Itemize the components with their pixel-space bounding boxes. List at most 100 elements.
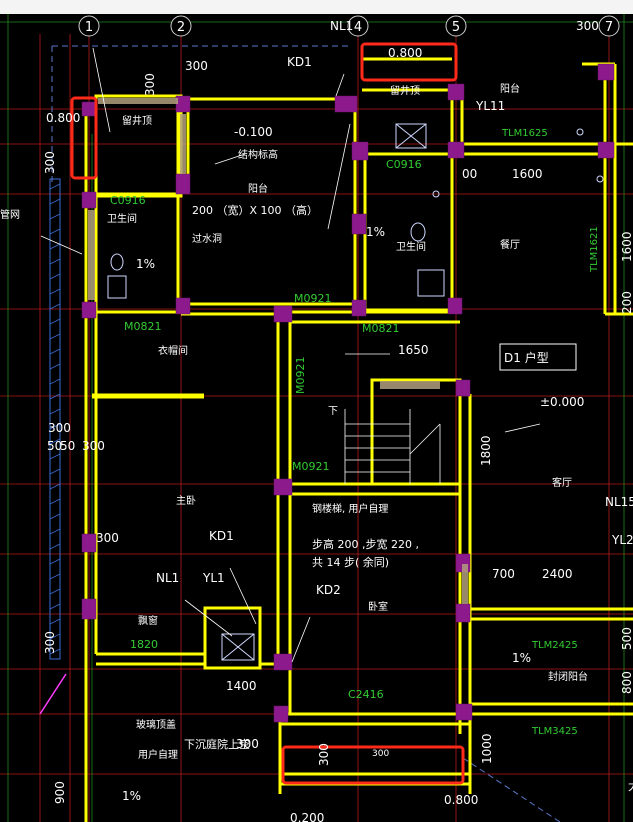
floor-plan-drawing: 1 2 4 5 7 300 NL1 KD1 0.800 0.800 300 -0… [0,14,633,822]
label-yl1: YL1 [202,571,225,585]
label-shaft-top-b: 留井顶 [390,84,420,97]
dim-0800-left: 0.800 [46,111,80,125]
dim-0200: 0.200 [290,811,324,822]
label-balcony-right: 阳台 [500,82,520,95]
dim-300-w: 300 [96,531,119,545]
dim-50-b: 50 [60,439,75,453]
label-door-m0921-a: M0921 [294,292,332,305]
label-structural-elevation: 结构标高 [238,148,278,161]
label-pipe-network: 管网 [0,208,20,221]
label-sunken-courtyard: 下沉庭院上空 [184,737,250,751]
label-kd1-top: KD1 [287,55,312,69]
dim-300-bottom: 300 [236,737,259,751]
label-window-c0916-b: C0916 [386,158,422,171]
label-kd2: KD2 [316,583,341,597]
label-down: 下 [328,406,338,417]
masonry-infill [88,98,468,604]
label-kd1-mid: KD1 [209,529,234,543]
dim-300-kitchen: 300 [317,743,331,766]
label-steel-stair: 钢楼梯, 用户自理 [312,502,388,515]
highlight-box-bottom [281,745,465,785]
axis-label-4: 4 [354,20,362,35]
label-door-tlm1625: TLM1625 [501,128,548,139]
left-hatch-strip [49,178,61,660]
label-window-c2416: C2416 [348,688,384,701]
label-shaft-top-a: 留井顶 [122,114,152,127]
dim-0800-top: 0.800 [388,46,422,60]
label-cloakroom: 衣帽间 [158,344,188,357]
label-yl11: YL11 [475,99,505,113]
label-balcony: 阳台 [248,182,268,195]
label-toilet-a: 卫生间 [107,212,137,225]
label-door-tlm1621: TLM1621 [589,226,600,273]
label-dining: 餐厅 [500,238,520,251]
dim-pm0: ±0.000 [540,395,584,409]
dim-200: 200 [620,291,633,314]
label-toilet-b: 卫生间 [396,240,426,253]
label-window-c0916-a: C0916 [110,194,146,207]
dim-50-a: 50 [47,439,62,453]
dim-minus-0100: -0.100 [234,125,273,139]
dim-300-left: 300 [43,151,57,174]
label-door-tlm2425: TLM2425 [531,640,578,651]
label-drain-hole: 过水洞 [192,232,222,245]
label-bay-window: 飘窗 [138,614,158,627]
dim-300-lowleft: 300 [43,631,57,654]
label-window-1820: 1820 [130,638,158,651]
dim-00: 00 [462,167,477,181]
dim-900: 900 [53,781,67,804]
highlight-box-top [360,42,458,82]
axis-label-1: 1 [85,20,93,35]
label-user-handled: 用户自理 [138,748,178,761]
label-nl15: NL15 [605,495,633,509]
label-stair-spec: 步高 200 ,步宽 220 , [312,537,419,551]
axis-bubbles [78,15,620,37]
dim-300-h1: 300 [185,59,208,73]
label-door-m0821-b: M0821 [362,322,400,335]
dim-1pct-d: 1% [122,789,141,803]
label-drain-hole-size: 200 （宽）X 100 （高） [192,203,318,217]
label-nl1-mid: NL1 [156,571,179,585]
dim-1000: 1000 [480,733,494,764]
dim-300-mid: 300 [48,421,71,435]
label-door-m0821-a: M0821 [124,320,162,333]
columns [81,63,615,723]
label-door-m0921-c: M0921 [292,460,330,473]
dim-1800: 1800 [479,435,493,466]
leader-lines [40,47,541,663]
dim-800: 800 [620,671,633,694]
axis-label-5: 5 [452,20,460,35]
label-door-tlm3425: TLM3425 [531,726,578,737]
stair-treads [344,409,441,484]
fixtures [107,123,604,661]
label-nl1-top: NL1 [330,19,353,33]
dashed-outline [51,45,561,822]
magenta-leader [39,673,67,715]
dim-1600: 1600 [512,167,543,181]
dim-1pct-a: 1% [136,257,155,271]
dim-300-v1: 300 [143,73,157,96]
label-da: 大 [628,779,633,793]
dim-top-300: 300 [576,19,599,33]
unit-type-box [499,343,577,371]
dim-1600-v: 1600 [620,231,633,262]
label-stair-count: 共 14 步( 余同) [312,555,389,569]
label-door-m0921-b: M0921 [294,357,307,395]
label-bedroom: 卧室 [368,600,388,613]
label-enclosed-balcony: 封闭阳台 [548,670,588,683]
dim-500: 500 [620,627,633,650]
dim-300-c: 300 [82,439,105,453]
label-yl2: YL2 [611,533,633,547]
label-kd-small: 300 [372,749,389,759]
cad-viewport[interactable]: 1 2 4 5 7 300 NL1 KD1 0.800 0.800 300 -0… [0,14,633,822]
axis-label-7: 7 [605,20,613,35]
dim-2400: 2400 [542,567,573,581]
label-unit-type: D1 户型 [504,350,549,365]
label-master-bedroom: 主卧 [176,494,196,507]
dim-700: 700 [492,567,515,581]
dim-0800-bottom: 0.800 [444,793,478,807]
axis-label-2: 2 [177,20,185,35]
highlight-boxes [70,42,465,785]
label-glass-roof: 玻璃顶盖 [136,718,176,731]
label-living-room: 客厅 [552,476,572,489]
